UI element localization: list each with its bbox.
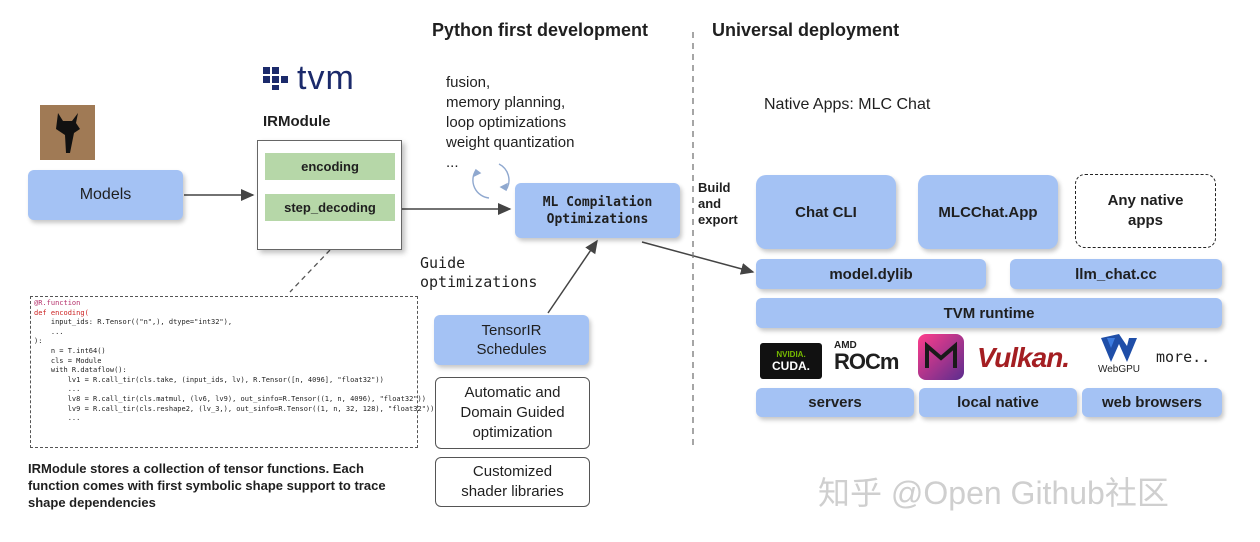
target-web-browsers-label: web browsers — [1101, 394, 1203, 411]
metal-icon — [925, 341, 957, 368]
code-panel: @R.function def encoding( input_ids: R.T… — [30, 296, 434, 448]
tensorir-schedules-box: TensorIR Schedules — [434, 315, 589, 365]
nvidia-text: NVIDIA. — [776, 349, 806, 359]
code-line: ... — [34, 385, 81, 394]
code-line: lv8 = R.call_tir(cls.matmul, (lv6, lv9),… — [34, 394, 426, 403]
tensorir-to-mlc-arrow — [547, 239, 598, 314]
webgpu-logo: WebGPU — [1094, 334, 1144, 375]
auto-line1: Automatic and — [464, 384, 561, 401]
mlc-box-line2: Optimizations — [546, 211, 649, 227]
amd-rocm-logo: AMD ROCm — [834, 340, 899, 374]
optimization-item: loop optimizations — [446, 114, 567, 131]
python-first-heading: Python first development — [432, 20, 649, 40]
tvm-runtime-label: TVM runtime — [943, 304, 1035, 322]
build-line3: export — [698, 212, 738, 227]
llm-chat-label: llm_chat.cc — [1075, 265, 1157, 283]
code-line: @R.function — [34, 299, 81, 307]
mlc-to-dylib-arrow — [641, 241, 755, 275]
tvm-wordmark: tvm — [297, 58, 355, 97]
amd-text: AMD — [834, 340, 857, 351]
irmodule-to-code-dashed-line — [289, 249, 331, 293]
model-dylib-box: model.dylib — [756, 259, 986, 289]
guide-line2: optimizations — [420, 273, 538, 291]
target-local-native: local native — [919, 388, 1077, 417]
optimization-list: fusion, memory planning, loop optimizati… — [446, 73, 574, 173]
auto-line3: optimization — [472, 424, 553, 441]
code-line: with R.dataflow(): — [34, 366, 127, 375]
irmodule-title: IRModule — [263, 113, 331, 130]
native-apps-title: Native Apps: MLC Chat — [764, 96, 931, 113]
code-line: cls = Module — [34, 356, 102, 365]
mlc-optimizations-box: ML Compilation Optimizations — [515, 183, 680, 238]
target-local-native-label: local native — [957, 394, 1039, 411]
optimization-item: weight quantization — [446, 134, 575, 151]
vulkan-logo: Vulkan. — [977, 342, 1070, 373]
model-dylib-label: model.dylib — [829, 265, 913, 283]
chat-cli-label: Chat CLI — [795, 203, 857, 221]
llama-silhouette-icon — [56, 113, 80, 153]
webgpu-icon — [1101, 334, 1137, 362]
target-servers-label: servers — [808, 394, 862, 411]
build-line2: and — [698, 196, 722, 211]
code-line: ... — [34, 414, 81, 423]
mlc-box-line1: ML Compilation — [542, 194, 653, 210]
tensorir-line2: Schedules — [476, 341, 547, 358]
mlcchat-app-box: MLCChat.App — [918, 175, 1058, 249]
any-native-line1: Any native — [1107, 192, 1184, 209]
code-line: def encoding( — [34, 308, 89, 317]
auto-optimization-box: Automatic and Domain Guided optimization — [435, 377, 590, 449]
watermark: 知乎 @Open Github社区 — [818, 475, 1169, 511]
build-line1: Build — [698, 180, 731, 195]
optimization-item: memory planning, — [446, 94, 566, 111]
mlcchat-app-label: MLCChat.App — [938, 203, 1038, 221]
nvidia-cuda-logo: NVIDIA. CUDA. — [760, 343, 822, 379]
shader-line2: shader libraries — [461, 483, 564, 500]
llama-image — [40, 105, 95, 160]
metal-logo — [918, 334, 964, 380]
auto-line2: Domain Guided — [460, 404, 565, 421]
llm-chat-box: llm_chat.cc — [1010, 259, 1222, 289]
optimization-loop-icon — [472, 163, 510, 199]
code-line: lv1 = R.call_tir(cls.take, (input_ids, l… — [34, 375, 384, 384]
cuda-text: CUDA. — [772, 358, 810, 373]
universal-deployment-heading: Universal deployment — [712, 20, 900, 40]
models-label: Models — [79, 186, 132, 203]
tensorir-line1: TensorIR — [481, 322, 542, 339]
code-line: ): — [34, 337, 43, 346]
code-line: n = T.int64() — [34, 346, 106, 355]
models-box: Models — [28, 170, 183, 220]
tvm-mark-icon — [263, 67, 288, 90]
encoding-function: encoding — [265, 153, 395, 180]
code-line: lv9 = R.call_tir(cls.reshape2, (lv_3,), … — [34, 404, 435, 413]
rocm-text: ROCm — [834, 349, 899, 374]
shader-line1: Customized — [472, 463, 553, 480]
any-native-apps-box: Any native apps — [1075, 174, 1216, 248]
code-line: ... — [34, 327, 64, 336]
chat-cli-box: Chat CLI — [756, 175, 896, 249]
guide-optimizations-label: Guide optimizations — [420, 254, 537, 292]
optimization-item: fusion, — [446, 74, 491, 91]
shader-libraries-box: Customized shader libraries — [435, 457, 590, 507]
more-backends-label: more.. — [1156, 348, 1211, 366]
irmodule-container: encoding step_decoding — [257, 140, 402, 250]
tvm-runtime-box: TVM runtime — [756, 298, 1222, 328]
optimization-item: ... — [446, 154, 459, 171]
guide-line1: Guide — [420, 254, 466, 272]
build-export-label: Build and export — [698, 180, 738, 228]
step-decoding-function: step_decoding — [265, 194, 395, 221]
target-web-browsers: web browsers — [1082, 388, 1222, 417]
irmodule-caption: IRModule stores a collection of tensor f… — [28, 461, 386, 510]
target-servers: servers — [756, 388, 914, 417]
webgpu-text: WebGPU — [1097, 364, 1141, 375]
any-native-line2: apps — [1127, 212, 1163, 229]
code-line: input_ids: R.Tensor(("n",), dtype="int32… — [34, 318, 233, 327]
tvm-logo: tvm — [263, 58, 355, 97]
